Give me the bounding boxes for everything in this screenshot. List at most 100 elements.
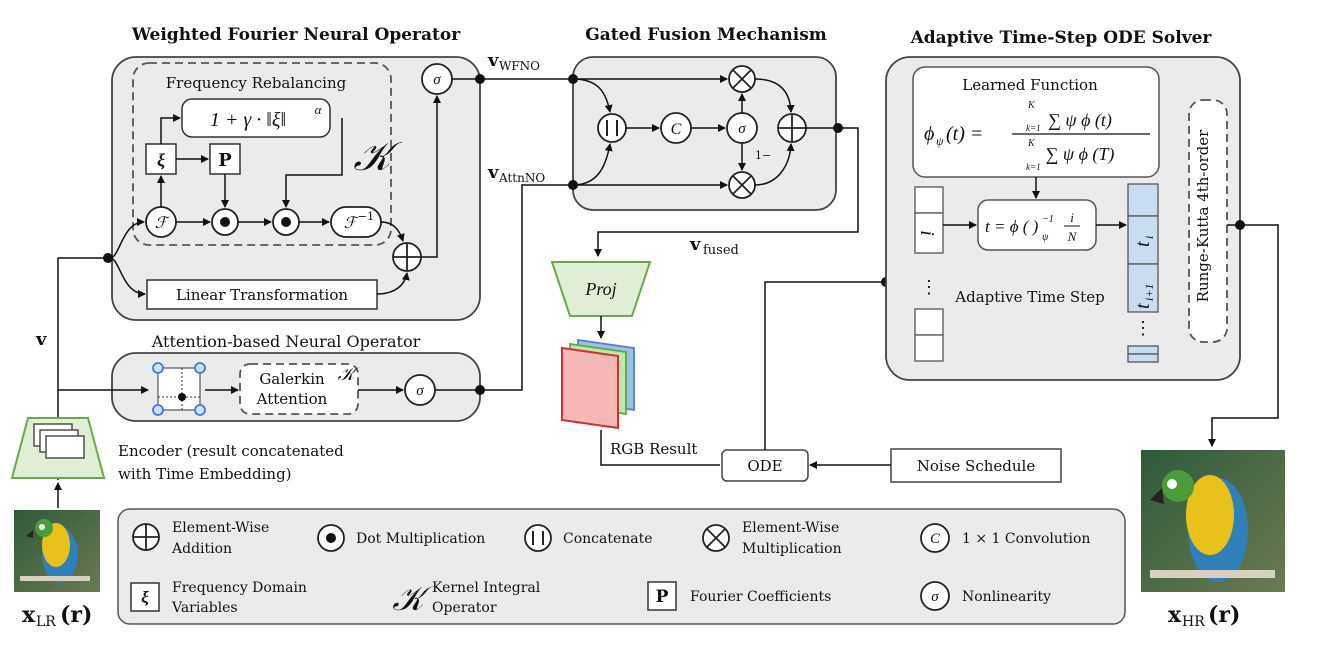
one-minus-label: 1− <box>755 149 771 162</box>
attention-handles <box>152 362 206 416</box>
noise-schedule-label: Noise Schedule <box>917 457 1036 475</box>
legend-mul-icon <box>702 524 730 552</box>
gated-title: Gated Fusion Mechanism <box>585 25 827 45</box>
legend-kernel-label-2: Operator <box>432 600 497 616</box>
hr-image <box>1141 450 1285 592</box>
ode-solver-title: Adaptive Time-Step ODE Solver <box>910 28 1213 48</box>
x-hr-label: x <box>1168 602 1182 628</box>
v-attnno-label: v <box>487 162 499 183</box>
x-lr-label: x <box>22 602 36 628</box>
v-fused-label: v <box>689 234 701 255</box>
ti-sup: −1 <box>1042 214 1054 225</box>
conv-symbol: C <box>671 121 682 138</box>
phi-lhs-arg: (t) = <box>946 123 983 145</box>
v-fused-sub: fused <box>703 243 739 258</box>
inverse-fourier-sup: −1 <box>358 210 374 223</box>
legend-xi-symbol: ξ <box>141 588 149 607</box>
legend-conv-symbol: C <box>930 531 941 547</box>
galerkin-attention-box <box>239 363 359 415</box>
legend-conv-label: 1 × 1 Convolution <box>962 531 1090 547</box>
fourier-symbol: ℱ <box>155 215 171 232</box>
legend-mul-label-2: Multiplication <box>742 541 842 557</box>
dot-mult-center-2 <box>281 217 291 227</box>
sum-bottom-num: k=1 <box>1026 123 1041 133</box>
ode-solver-output-dot <box>1235 220 1245 230</box>
legend-xi-icon <box>130 582 160 612</box>
t-i-label: t <box>1132 241 1154 247</box>
attention-sampling-box <box>157 367 201 411</box>
galerkin-kernel-symbol: 𝒦 <box>338 364 360 384</box>
i-cells <box>914 186 944 362</box>
phi-denominator: ∑ ψ ϕ (T) <box>1046 144 1115 165</box>
x-hr-arg: (r) <box>1208 602 1240 628</box>
rebalance-formula-box <box>181 98 331 138</box>
encoder-layers <box>33 423 85 459</box>
ti-sub: ψ <box>1042 232 1049 243</box>
ti-i: i <box>1070 210 1074 225</box>
sigma-symbol-wfno: σ <box>433 72 441 88</box>
legend-concat-label: Concatenate <box>563 531 653 547</box>
legend-add-label-2: Addition <box>171 541 232 557</box>
t-i-sub: i <box>1142 236 1156 239</box>
sum-bottom-den: k=1 <box>1026 162 1041 172</box>
dot-mult-center-1 <box>220 217 230 227</box>
legend-conv-icon <box>920 523 950 553</box>
t-cells <box>1127 183 1159 363</box>
gated-fusion-panel <box>572 56 837 211</box>
legend-concat-icon <box>524 524 552 552</box>
proj-trapezoid <box>550 261 652 317</box>
legend-sigma-icon <box>920 581 950 611</box>
runge-kutta-box <box>1188 99 1228 343</box>
x-hr-sub: HR <box>1182 614 1205 630</box>
legend-dot-label: Dot Multiplication <box>356 531 485 547</box>
linear-transformation-label: Linear Transformation <box>176 286 348 304</box>
v-wfno-label: v <box>487 50 499 71</box>
proj-label: Proj <box>584 279 616 299</box>
inverse-fourier-symbol: ℱ <box>344 215 360 232</box>
gated-output-dot <box>833 123 843 133</box>
legend-panel <box>117 508 1126 625</box>
legend-xi-label-1: Frequency Domain <box>172 580 307 596</box>
legend-p-icon <box>647 581 677 611</box>
frequency-rebalancing-box <box>132 62 392 246</box>
noise-schedule-box <box>890 448 1062 483</box>
galerkin-label-1: Galerkin <box>259 370 325 388</box>
attn-output-dot <box>475 385 485 395</box>
legend-mul-label-1: Element-Wise <box>742 520 839 536</box>
learned-function-label: Learned Function <box>962 76 1098 94</box>
p-box <box>209 143 241 175</box>
legend-add-label-1: Element-Wise <box>172 520 269 536</box>
runge-kutta-label: Runge-Kutta 4th-order <box>1194 129 1212 302</box>
encoder-label-1: Encoder (result concatenated <box>118 442 344 460</box>
p-symbol: P <box>218 150 232 171</box>
legend-sigma-symbol: σ <box>931 589 939 605</box>
phi-lhs-sub: ψ <box>936 134 944 148</box>
legend-p-symbol: P <box>656 587 669 607</box>
ti-formula: t = ϕ ( ) <box>985 217 1039 236</box>
concat-node <box>597 113 627 143</box>
rebalance-exponent: α <box>315 102 323 117</box>
legend-sigma-label: Nonlinearity <box>962 589 1051 605</box>
sum-top-num: K <box>1027 100 1036 111</box>
rebalance-formula: 1 + γ · ‖ξ‖ <box>210 109 286 131</box>
v-wfno-sub: WFNO <box>499 59 540 73</box>
sigma-symbol-gated: σ <box>738 121 746 137</box>
attn-title: Attention-based Neural Operator <box>151 332 421 351</box>
rgb-result-stack <box>561 338 635 430</box>
ti-n: N <box>1067 229 1078 244</box>
x-lr-arg: (r) <box>60 602 92 628</box>
t-i1-label: t <box>1132 303 1154 309</box>
i-dots: ⋮ <box>920 277 938 298</box>
legend-p-label: Fourier Coefficients <box>690 589 831 605</box>
v-input-label: v <box>35 329 47 350</box>
i-cell-label: i <box>916 230 938 236</box>
legend-dot-icon <box>317 524 345 552</box>
sigma-symbol-attn: σ <box>416 383 424 399</box>
t-dots: ⋮ <box>1134 318 1152 339</box>
legend-xi-label-2: Variables <box>171 600 238 616</box>
frequency-rebalancing-label: Frequency Rebalancing <box>166 74 347 92</box>
x-lr-sub: LR <box>36 614 56 630</box>
phi-numerator: ∑ ψ ϕ (t) <box>1048 110 1112 131</box>
